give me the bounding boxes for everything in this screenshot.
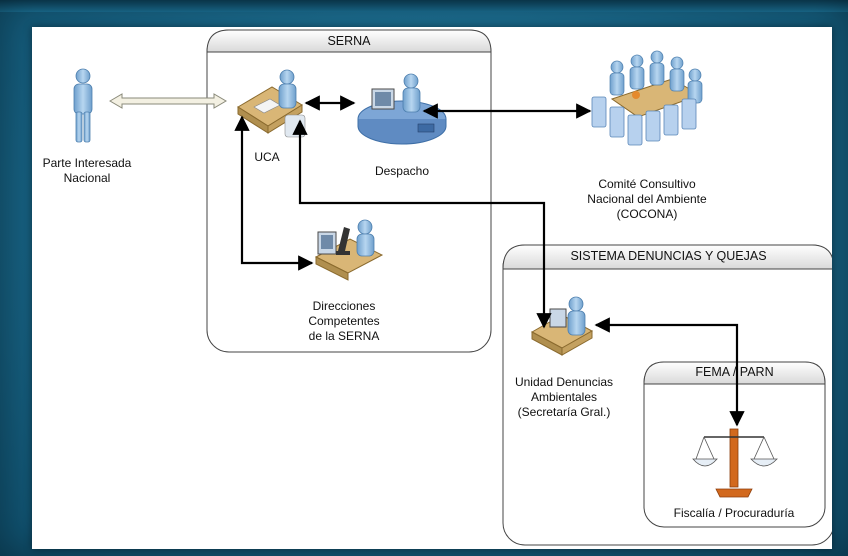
scales-of-justice-icon	[692, 428, 778, 498]
serna-group-title: SERNA	[327, 34, 371, 48]
meeting-table-icon	[591, 50, 703, 146]
computer-desk-icon	[357, 73, 447, 145]
person-icon	[73, 68, 93, 143]
fiscalia-label: Fiscalía / Procuraduría	[673, 506, 795, 520]
arrow-uca-unidad	[292, 119, 552, 329]
direcciones-label-line2: Competentes	[308, 314, 380, 328]
comite-label: Comité Consultivo Nacional del Ambiente …	[577, 177, 717, 222]
unidad-label-line1: Unidad Denuncias	[514, 375, 614, 389]
arrow-unidad-fiscalia	[594, 317, 745, 427]
direcciones-label-line1: Direcciones	[312, 299, 376, 313]
window-top-bar	[0, 0, 848, 12]
hollow-double-arrow	[109, 93, 227, 109]
unidad-label: Unidad Denuncias Ambientales (Secretaría…	[499, 375, 629, 420]
fema-group-title: FEMA / PARN	[695, 365, 774, 379]
comite-label-line2: Nacional del Ambiente	[587, 192, 707, 206]
parte-label: Parte Interesada Nacional	[32, 156, 142, 186]
uca-label: UCA	[254, 150, 280, 164]
diagram-svg	[73, 29, 832, 546]
unidad-label-line2: Ambientales	[530, 390, 598, 404]
unidad-label-line3: (Secretaría Gral.)	[517, 405, 611, 419]
sistema-group-title: SISTEMA DENUNCIAS Y QUEJAS	[570, 249, 767, 263]
parte-label-line1: Parte Interesada	[42, 156, 132, 170]
direcciones-label-line3: de la SERNA	[308, 329, 380, 343]
direcciones-label: Direcciones Competentes de la SERNA	[294, 299, 394, 344]
despacho-label: Despacho	[374, 164, 430, 178]
comite-label-line3: (COCONA)	[616, 207, 678, 221]
diagram-canvas: SERNA SISTEMA DENUNCIAS Y QUEJAS FEMA / …	[32, 27, 832, 549]
connectors	[234, 95, 745, 427]
desk-worker-icon	[237, 69, 306, 138]
arrow-uca-direcciones	[234, 115, 314, 271]
desk-worker-icon	[530, 296, 594, 356]
parte-label-line2: Nacional	[63, 171, 111, 185]
comite-label-line1: Comité Consultivo	[598, 177, 696, 191]
microscope-desk-icon	[314, 219, 384, 281]
